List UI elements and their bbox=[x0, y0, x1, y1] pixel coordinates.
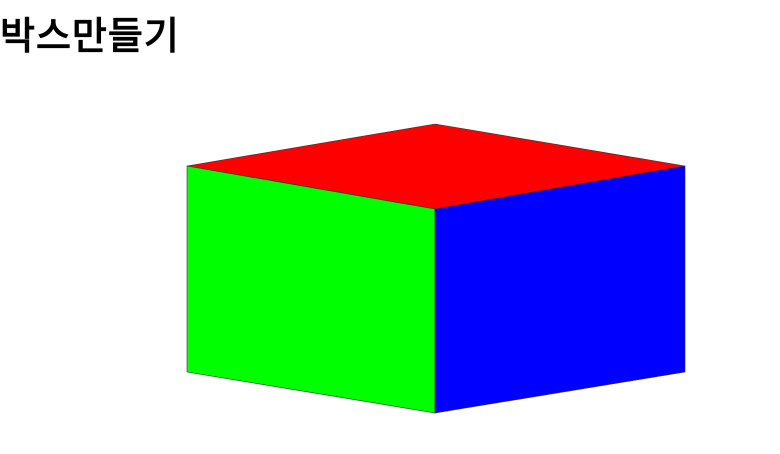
box-left-face bbox=[186, 165, 436, 414]
box-right-face bbox=[434, 165, 686, 414]
page-title: 박스만들기 bbox=[0, 14, 180, 58]
